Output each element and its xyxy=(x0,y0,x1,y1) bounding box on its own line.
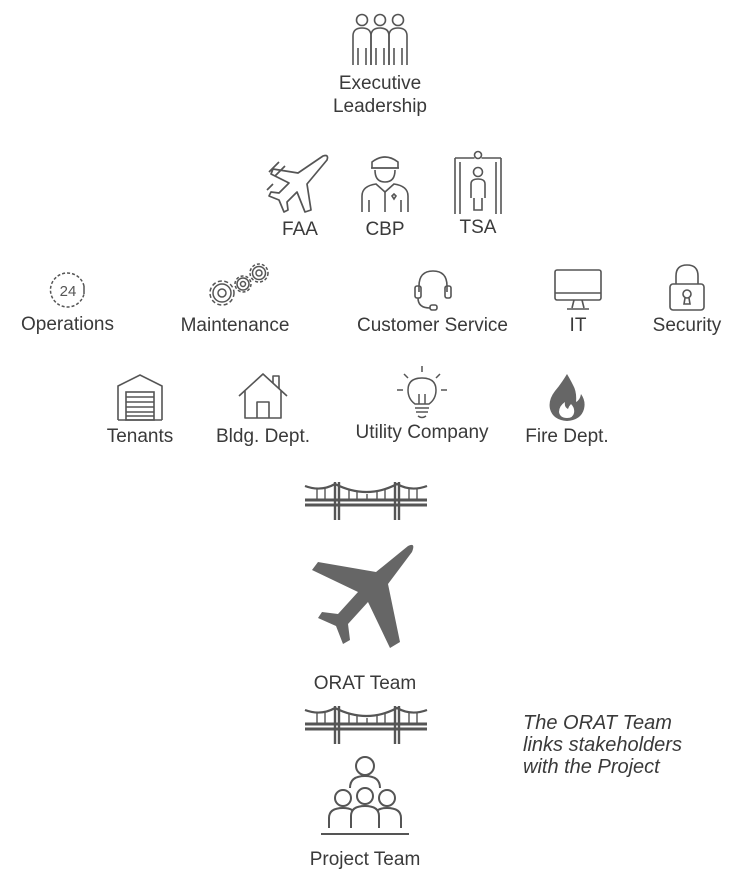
group-of-three-people-icon xyxy=(352,13,408,65)
suspension-bridge-icon xyxy=(304,706,428,744)
house-icon xyxy=(238,373,288,419)
garage-icon xyxy=(117,374,163,421)
faa-label: FAA xyxy=(282,219,318,240)
it-node: IT xyxy=(540,268,616,337)
note-line1: The ORAT Team xyxy=(523,712,672,734)
bldg-dept-label: Bldg. Dept. xyxy=(216,426,310,447)
utility-company-node: Utility Company xyxy=(334,364,510,444)
maintenance-node: Maintenance xyxy=(160,262,310,337)
project-team-node: Project Team xyxy=(290,752,440,871)
airplane-icon xyxy=(312,544,414,648)
note-line2: links stakeholders xyxy=(523,734,682,756)
security-node: Security xyxy=(643,262,731,337)
fire-dept-node: Fire Dept. xyxy=(516,372,618,448)
bldg-dept-node: Bldg. Dept. xyxy=(200,370,326,448)
flame-icon xyxy=(549,374,585,421)
utility-company-label: Utility Company xyxy=(355,422,489,443)
executive-label-line1: Executive xyxy=(338,73,422,94)
officer-icon xyxy=(361,156,409,212)
security-scanner-icon xyxy=(454,150,502,214)
operations-node: 24 Operations xyxy=(0,270,135,336)
customer-service-node: Customer Service xyxy=(335,268,530,337)
operations-label: Operations xyxy=(21,314,114,335)
cbp-label: CBP xyxy=(365,219,405,240)
cbp-node: CBP xyxy=(345,152,425,241)
project-team-label: Project Team xyxy=(309,849,421,870)
tsa-node: TSA xyxy=(438,150,518,239)
maintenance-label: Maintenance xyxy=(180,315,290,336)
gears-icon xyxy=(209,263,269,306)
team-icon xyxy=(321,756,409,835)
fire-dept-label: Fire Dept. xyxy=(525,426,609,447)
suspension-bridge-icon xyxy=(304,482,428,520)
orat-team-label: ORAT Team xyxy=(313,673,417,694)
clock-number: 24 xyxy=(59,283,76,300)
it-label: IT xyxy=(569,315,587,336)
airplane-takeoff-icon xyxy=(266,154,329,213)
security-label: Security xyxy=(652,315,722,336)
tsa-label: TSA xyxy=(459,217,497,238)
headset-icon xyxy=(413,270,452,311)
executive-leadership-node: Executive Leadership xyxy=(310,10,450,118)
24-hour-clock-icon: 24 xyxy=(49,272,85,308)
tenants-label: Tenants xyxy=(106,426,174,447)
executive-label-line2: Leadership xyxy=(332,96,428,117)
tenants-node: Tenants xyxy=(95,372,185,448)
monitor-icon xyxy=(554,269,602,310)
light-bulb-icon xyxy=(397,366,447,419)
faa-node: FAA xyxy=(260,152,340,241)
orat-team-node: ORAT Team xyxy=(290,540,440,695)
note-line3: with the Project xyxy=(523,756,660,778)
padlock-icon xyxy=(669,264,705,311)
customer-service-label: Customer Service xyxy=(357,315,508,336)
caption-note: The ORAT Team links stakeholders with th… xyxy=(523,712,723,778)
